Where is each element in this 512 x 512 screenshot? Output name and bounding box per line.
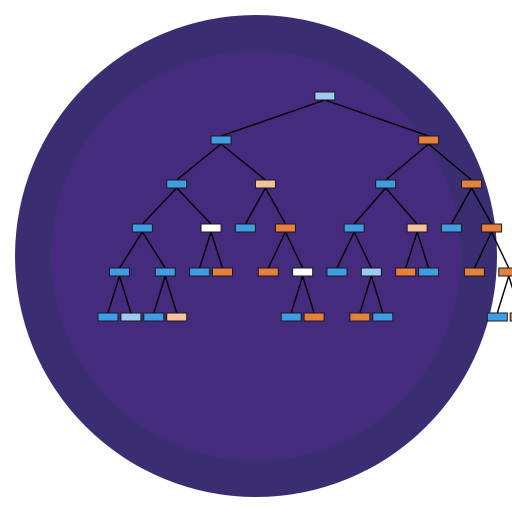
tree-node-4 <box>108 267 130 277</box>
tree-node-30 <box>461 179 483 189</box>
tree-leaf-35 <box>486 312 508 322</box>
tree-edge <box>508 275 512 289</box>
tree-edge <box>210 231 224 269</box>
tree-edge <box>164 275 178 314</box>
tree-edge <box>450 187 473 225</box>
tree-edge <box>385 143 430 181</box>
tree-edge <box>220 143 266 181</box>
tree-edge <box>141 231 166 269</box>
tree-leaf-28 <box>395 267 417 277</box>
tree-leaf-11 <box>189 267 211 277</box>
tree-edge <box>405 231 418 269</box>
tree-edge <box>220 99 326 137</box>
tree-nodes <box>97 91 512 322</box>
tree-edge <box>176 187 212 225</box>
tree-leaf-29 <box>418 267 440 277</box>
tree-node-17 <box>292 267 314 277</box>
inner-disc <box>51 51 461 461</box>
tree-leaf-16 <box>257 267 279 277</box>
tree-leaf-26 <box>372 312 394 322</box>
tree-edge <box>198 231 212 269</box>
tree-edge <box>118 231 143 269</box>
tree-node-1 <box>210 135 232 145</box>
tree-leaf-9 <box>166 312 188 322</box>
tree-edge <box>470 187 493 225</box>
tree-leaf-33 <box>463 267 485 277</box>
tree-node-2 <box>166 179 188 189</box>
tree-edge <box>264 187 287 225</box>
tree-edge <box>324 99 429 137</box>
tree-edge <box>353 187 387 225</box>
tree-edge <box>301 275 315 314</box>
tree-edge <box>141 187 178 225</box>
tree-edge <box>353 231 372 269</box>
tree-edge <box>244 187 267 225</box>
tree-edge <box>267 231 287 269</box>
tree-leaf-19 <box>303 312 325 322</box>
tree-edge <box>336 231 355 269</box>
tree-edge <box>284 231 304 269</box>
tree-edge <box>490 231 510 269</box>
tree-edge <box>290 275 304 314</box>
tree-leaf-6 <box>120 312 142 322</box>
tree-edge <box>359 275 373 314</box>
tree-node-10 <box>200 223 222 233</box>
tree-leaf-31 <box>441 223 462 233</box>
tree-node-15 <box>274 223 296 233</box>
tree-leaf-5 <box>97 312 119 322</box>
tree-node-20 <box>418 135 440 145</box>
tree-edge <box>496 275 510 314</box>
tree-node-27 <box>406 223 428 233</box>
tree-leaf-23 <box>326 267 348 277</box>
tree-node-0 <box>314 91 336 101</box>
tree-leaf-14 <box>234 223 256 233</box>
tree-leaf-18 <box>280 312 302 322</box>
tree-node-24 <box>360 267 382 277</box>
tree-edge <box>153 275 166 314</box>
tree-leaf-36 <box>509 312 512 322</box>
tree-edges <box>107 99 512 314</box>
tree-edge <box>473 231 493 269</box>
tree-edge <box>107 275 121 314</box>
tree-edge <box>118 275 132 314</box>
tree-node-32 <box>481 223 503 233</box>
tree-node-21 <box>375 179 397 189</box>
tree-edge <box>385 187 418 225</box>
tree-leaf-25 <box>349 312 371 322</box>
tree-leaf-8 <box>143 312 165 322</box>
tree-node-13 <box>254 179 276 189</box>
tree-node-34 <box>498 267 512 277</box>
tree-leaf-12 <box>212 267 233 277</box>
tree-node-7 <box>154 267 176 277</box>
tree-edge <box>176 143 222 181</box>
tree-edge <box>416 231 430 269</box>
tree-edge <box>370 275 384 314</box>
tree-node-22 <box>343 223 365 233</box>
tree-node-3 <box>131 223 153 233</box>
tree-edge <box>428 143 472 181</box>
